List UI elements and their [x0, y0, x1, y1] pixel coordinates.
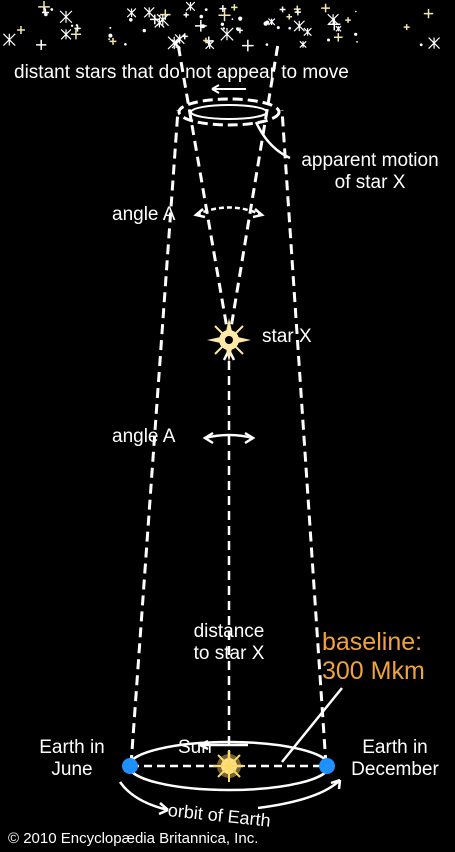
background-star-icon	[50, 8, 53, 11]
background-star-icon	[76, 24, 78, 26]
background-star-icon	[61, 29, 71, 39]
background-star-icon	[221, 23, 224, 26]
background-star-icon	[242, 40, 254, 52]
angle-lower-label: angle A	[112, 426, 175, 448]
starfield	[3, 1, 439, 51]
background-star-icon	[355, 11, 357, 13]
star-x-label: star X	[262, 326, 312, 348]
sun-icon	[213, 750, 245, 782]
background-star-icon	[3, 34, 15, 46]
background-star-icon	[424, 9, 433, 18]
background-star-icon	[127, 9, 136, 18]
background-star-icon	[236, 27, 239, 30]
earth-june-icon	[122, 758, 138, 774]
background-star-icon	[71, 29, 81, 39]
earth-december-icon	[319, 758, 335, 774]
apparent-motion-ellipse	[179, 99, 279, 125]
distance-label: distance to star X	[166, 621, 292, 665]
background-star-icon	[124, 43, 127, 46]
distance-line1: distance	[166, 621, 292, 643]
background-star-icon	[195, 20, 207, 32]
background-star-icon	[200, 15, 204, 19]
background-star-icon	[109, 27, 111, 29]
earth-june-line2: June	[24, 759, 120, 781]
background-star-icon	[328, 14, 339, 25]
apparent-motion-line1: apparent motion	[286, 150, 454, 172]
background-star-icon	[264, 21, 268, 25]
background-star-icon	[345, 17, 351, 23]
background-star-icon	[327, 39, 330, 42]
baseline-leader	[282, 688, 342, 762]
background-star-icon	[205, 8, 208, 11]
background-star-icon	[336, 26, 341, 31]
background-star-icon	[300, 41, 306, 47]
background-star-icon	[108, 34, 112, 38]
sun-label: Sun	[178, 737, 212, 759]
background-star-icon	[429, 38, 440, 49]
apparent-motion-ellipse-inner	[191, 105, 267, 119]
background-star-icon	[44, 13, 48, 17]
background-star-icon	[206, 41, 214, 49]
background-star-icon	[356, 41, 358, 43]
background-star-icon	[404, 24, 410, 30]
background-star-icon	[186, 2, 195, 11]
background-star-icon	[129, 18, 133, 22]
background-star-icon	[334, 33, 343, 42]
background-star-icon	[221, 28, 233, 40]
baseline-line1: baseline:	[322, 628, 425, 657]
background-star-icon	[143, 29, 146, 32]
earth-december-label: Earth in December	[336, 737, 454, 781]
earth-june-label: Earth in June	[24, 737, 120, 781]
earth-december-line1: Earth in	[336, 737, 454, 759]
earth-june-line1: Earth in	[24, 737, 120, 759]
background-star-icon	[277, 26, 280, 29]
background-star-icon	[108, 38, 110, 40]
background-star-icon	[71, 25, 73, 27]
background-star-icon	[321, 4, 330, 13]
background-star-icon	[232, 18, 234, 20]
background-star-icon	[354, 33, 357, 36]
background-star-icon	[280, 7, 286, 13]
orbit-arrow-bottom-left-icon	[120, 782, 168, 814]
apparent-motion-arrow-icon	[212, 85, 246, 93]
background-star-icon	[420, 43, 423, 46]
angle-upper-label: angle A	[112, 204, 175, 226]
background-star-icon	[218, 9, 230, 21]
background-star-icon	[298, 25, 300, 27]
background-star-icon	[36, 40, 46, 50]
background-star-icon	[286, 14, 292, 20]
background-star-icon	[184, 12, 189, 17]
background-star-icon	[17, 26, 25, 34]
sight-line-december	[282, 110, 326, 765]
background-star-icon	[38, 1, 50, 13]
background-star-icon	[268, 19, 274, 25]
baseline-line2: 300 Mkm	[322, 657, 425, 686]
background-star-icon	[295, 9, 301, 15]
baseline-label: baseline: 300 Mkm	[322, 628, 425, 686]
distant-stars-label: distant stars that do not appear to move	[14, 62, 349, 84]
background-star-icon	[231, 4, 237, 10]
apparent-motion-label: apparent motion of star X	[286, 150, 454, 194]
background-star-icon	[238, 17, 242, 21]
apparent-motion-line2: of star X	[286, 172, 454, 194]
copyright-text: © 2010 Encyclopædia Britannica, Inc.	[8, 830, 258, 847]
background-star-icon	[223, 27, 225, 29]
star-x-icon	[207, 318, 251, 362]
background-star-icon	[144, 7, 154, 17]
background-star-icon	[60, 11, 72, 23]
background-star-icon	[150, 15, 160, 25]
background-star-icon	[266, 43, 269, 46]
background-star-icon	[175, 34, 184, 43]
background-star-icon	[288, 27, 291, 30]
background-star-icon	[304, 28, 312, 36]
background-star-icon	[110, 38, 117, 45]
earth-december-line2: December	[336, 759, 454, 781]
distance-line2: to star X	[166, 643, 292, 665]
